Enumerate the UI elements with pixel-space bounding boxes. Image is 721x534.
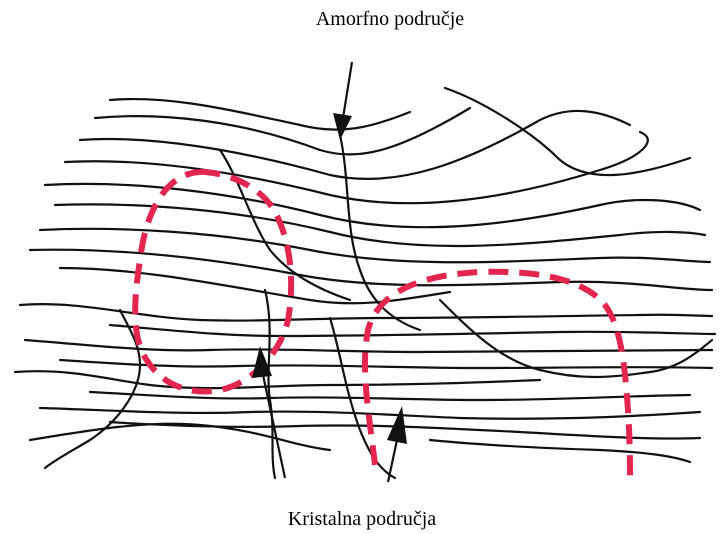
- polymer-chains: [15, 88, 715, 478]
- polymer-chain: [440, 300, 712, 377]
- polymer-chain: [30, 250, 712, 290]
- polymer-chain: [45, 310, 140, 468]
- polymer-chain: [95, 108, 470, 154]
- polymer-chain: [60, 268, 450, 303]
- polymer-chain: [110, 99, 410, 130]
- arrow-to-crystalline-right: [387, 406, 407, 482]
- polymer-chain: [265, 290, 275, 478]
- polymer-chain: [65, 132, 648, 203]
- polymer-chain: [220, 150, 350, 300]
- annotation-arrows: [252, 62, 407, 482]
- polymer-chain: [30, 424, 330, 450]
- crystalline-region-outline: [135, 172, 291, 392]
- polymer-chain: [445, 88, 690, 175]
- polymer-chain: [430, 440, 690, 462]
- polymer-chain: [15, 371, 540, 388]
- polymer-chain: [80, 111, 630, 179]
- polymer-chain: [25, 340, 712, 352]
- polymer-chain: [340, 135, 420, 330]
- polymer-chain: [90, 392, 690, 400]
- polymer-chain: [60, 360, 712, 368]
